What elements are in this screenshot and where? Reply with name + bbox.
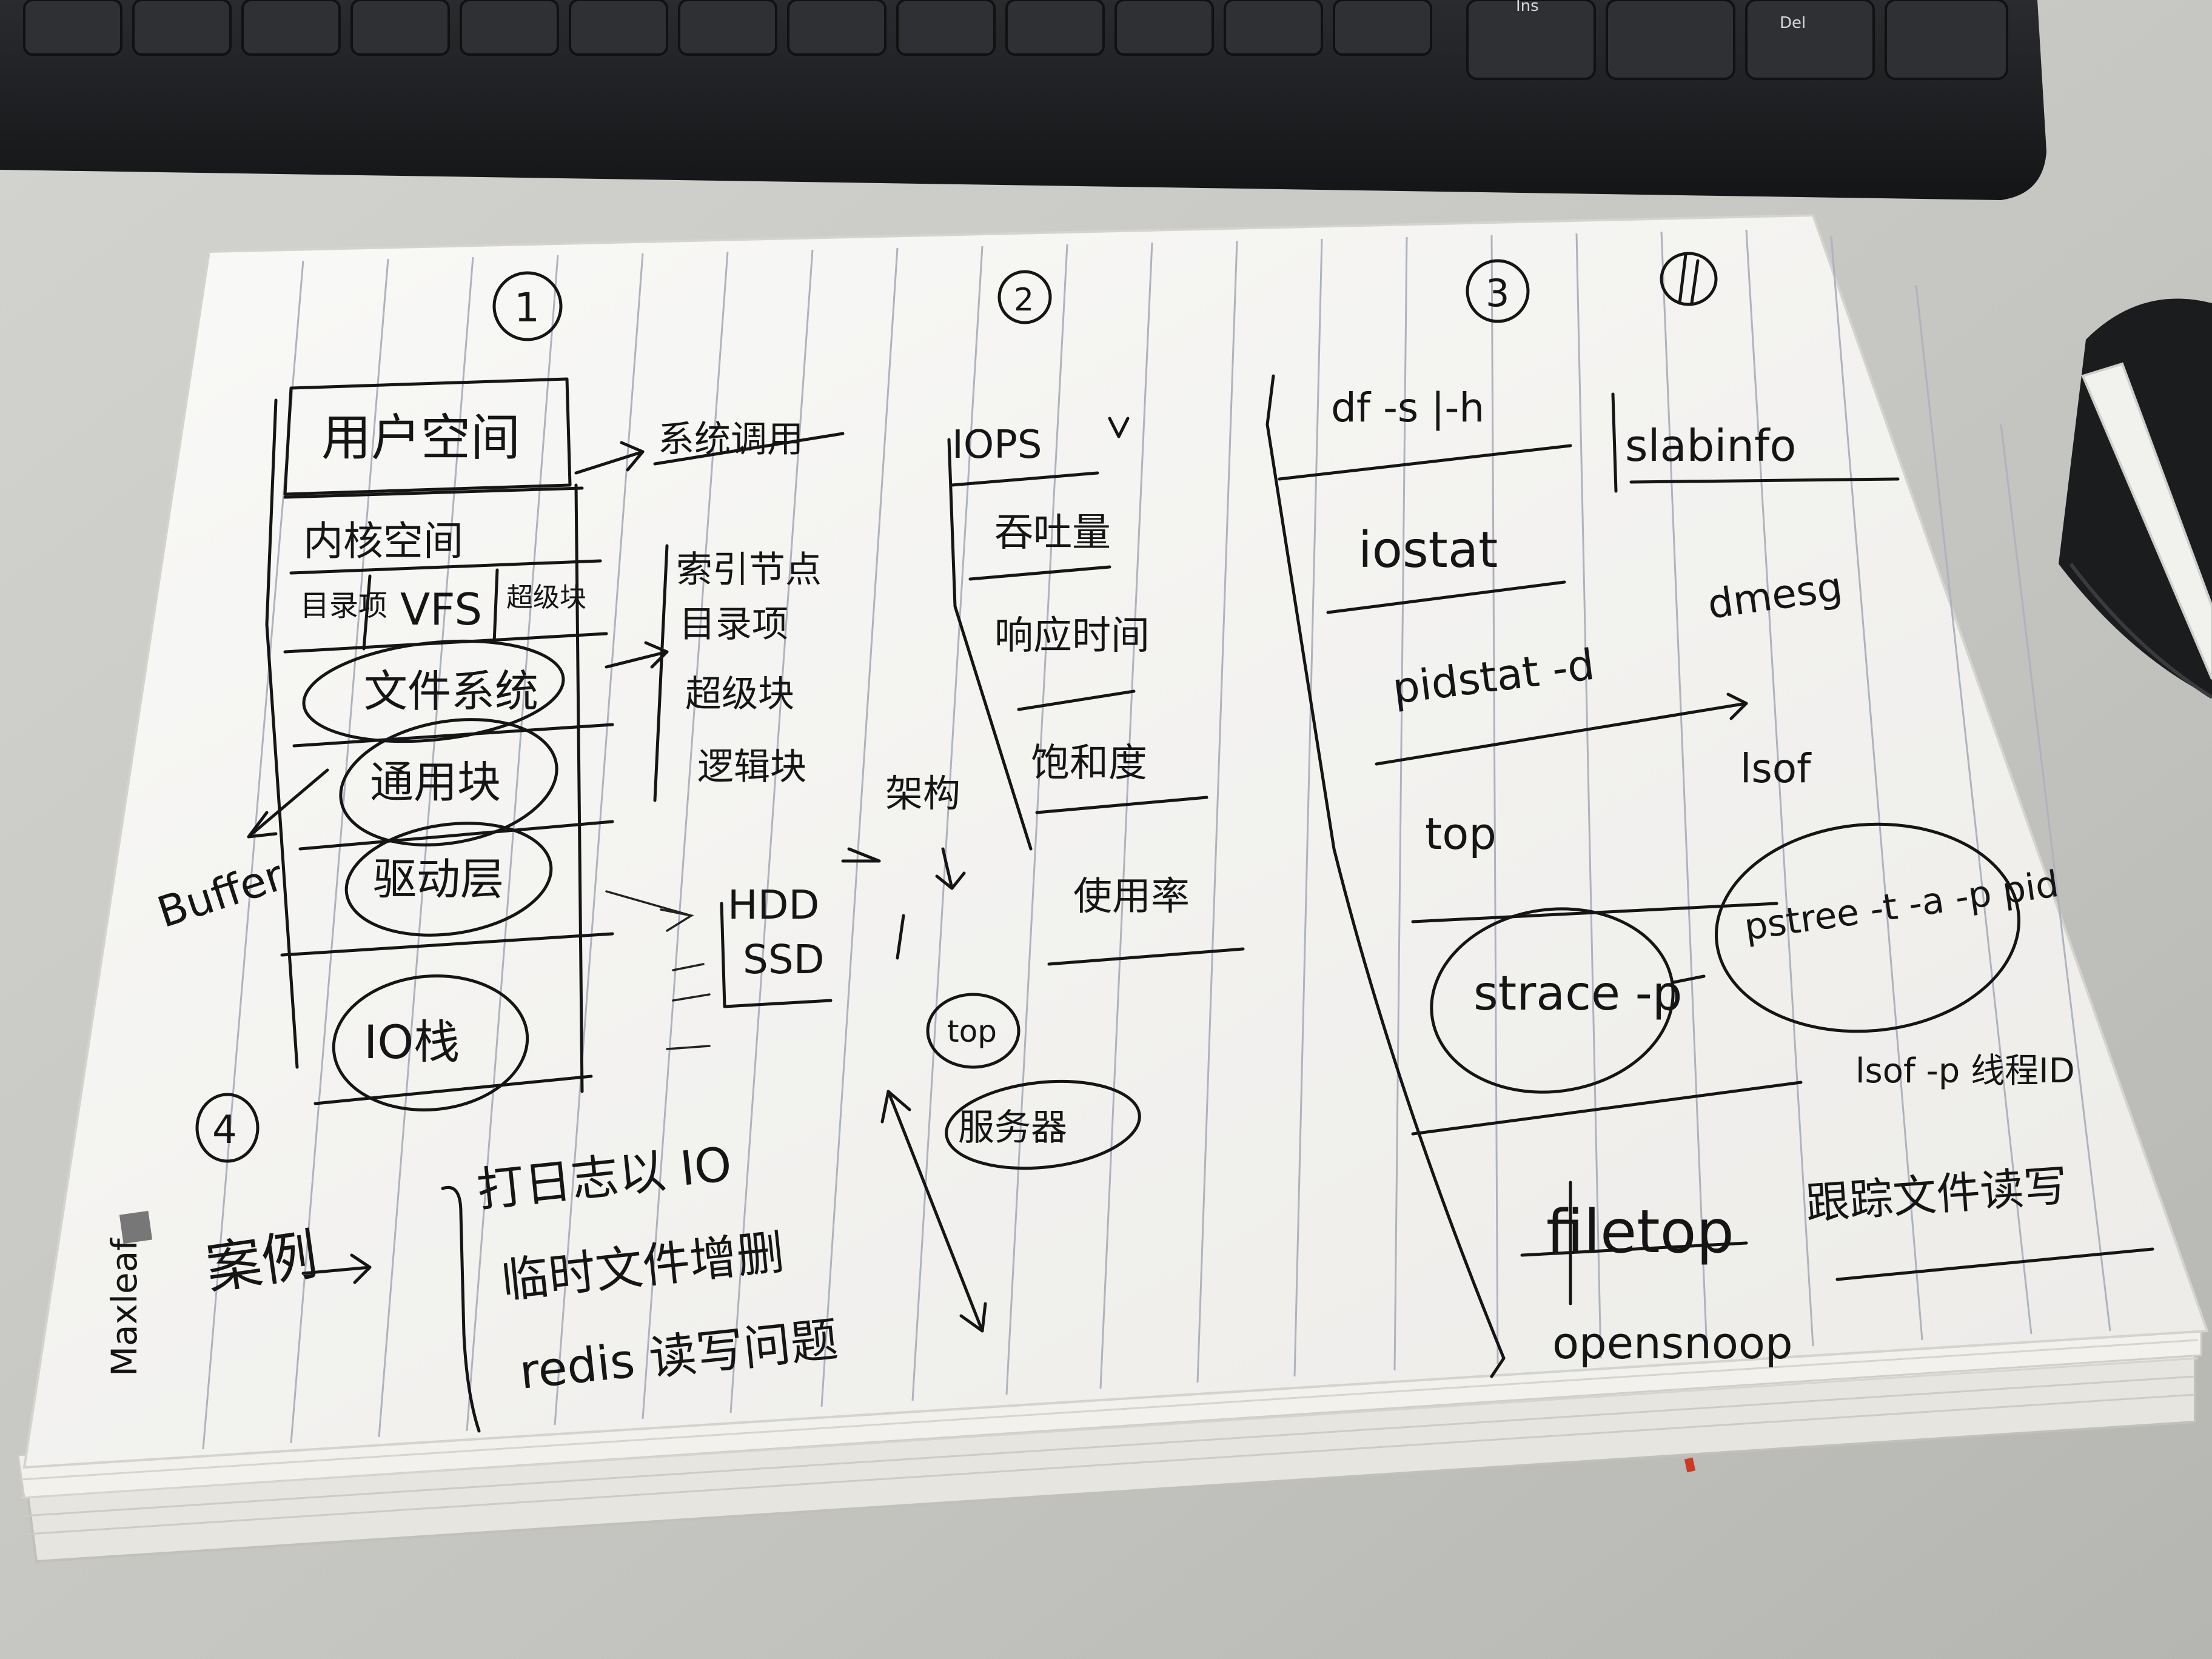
ruled-lines [202,229,2111,1450]
key-ins-label: Ins [1516,0,1539,15]
metric-utilization: 使用率 [1073,874,1190,919]
cmd-lsof: lsof [1740,745,1812,792]
cmd-top: top [1425,808,1496,859]
user-space-label: 用户空间 [321,409,520,467]
column-2: 2 IOPS 吞吐量 响应时间 饱和度 使用率 架构 top 服务器 [841,270,1245,1333]
column-4-number: 4 [212,1108,237,1153]
arch-label: 架构 [885,771,960,816]
case-label: 案例 [202,1222,321,1302]
device-hdd: HDD [728,882,819,928]
notebook-page [22,213,2209,1469]
syscall-label: 系统调用 [658,418,803,461]
cmd-slabinfo: slabinfo [1625,420,1796,471]
brand-mark [119,1210,153,1244]
cmd-strace: strace -p [1473,967,1682,1021]
column-3: 3 df -s |-h iostat pidstat -d top strace… [1265,252,2154,1378]
driver-label: 驱动层 [373,854,504,905]
key-del-label: Del [1780,14,1806,32]
top-label: top [947,1014,997,1049]
column-2-number: 2 [1014,282,1034,318]
cmd-iostat: iostat [1358,521,1498,579]
server-label: 服务器 [958,1107,1067,1149]
index-item-inode: 索引节点 [676,549,822,591]
index-item-logical-block: 逻辑块 [697,746,806,788]
cmd-lsof-thread: lsof -p 线程ID [1855,1051,2075,1091]
keyboard: Ins Del [0,0,2046,200]
vfs-label: VFS [400,584,482,635]
brand-logo: Maxleaf [104,1238,145,1376]
metric-throughput: 吞吐量 [994,511,1111,555]
iops-label: IOPS [952,423,1042,468]
cmd-opensnoop: opensnoop [1552,1318,1793,1369]
index-item-dentry: 目录项 [679,603,788,646]
metric-saturation: 饱和度 [1031,741,1147,786]
vfs-right-label: 超级块 [506,582,586,613]
kernel-label: 内核空间 [303,518,463,565]
device-ssd: SSD [743,936,825,983]
vfs-left-label: 目录项 [300,589,387,623]
metric-response-time: 响应时间 [994,614,1150,659]
column-3-number: 3 [1486,271,1509,315]
column-1: 1 用户空间 内核空间 目录项 VFS 超级块 文件系统 通用块 驱动层 IO栈 [152,271,845,1111]
cmd-df: df -s |-h [1331,384,1484,431]
filesystem-label: 文件系统 [364,666,538,717]
cmd-filetop: filetop [1546,1198,1734,1267]
io-stack-label: IO栈 [364,1015,460,1069]
index-item-superblock: 超级块 [685,673,794,716]
pen [2081,362,2212,680]
generic-block-label: 通用块 [370,757,501,808]
column-1-number: 1 [514,284,540,331]
